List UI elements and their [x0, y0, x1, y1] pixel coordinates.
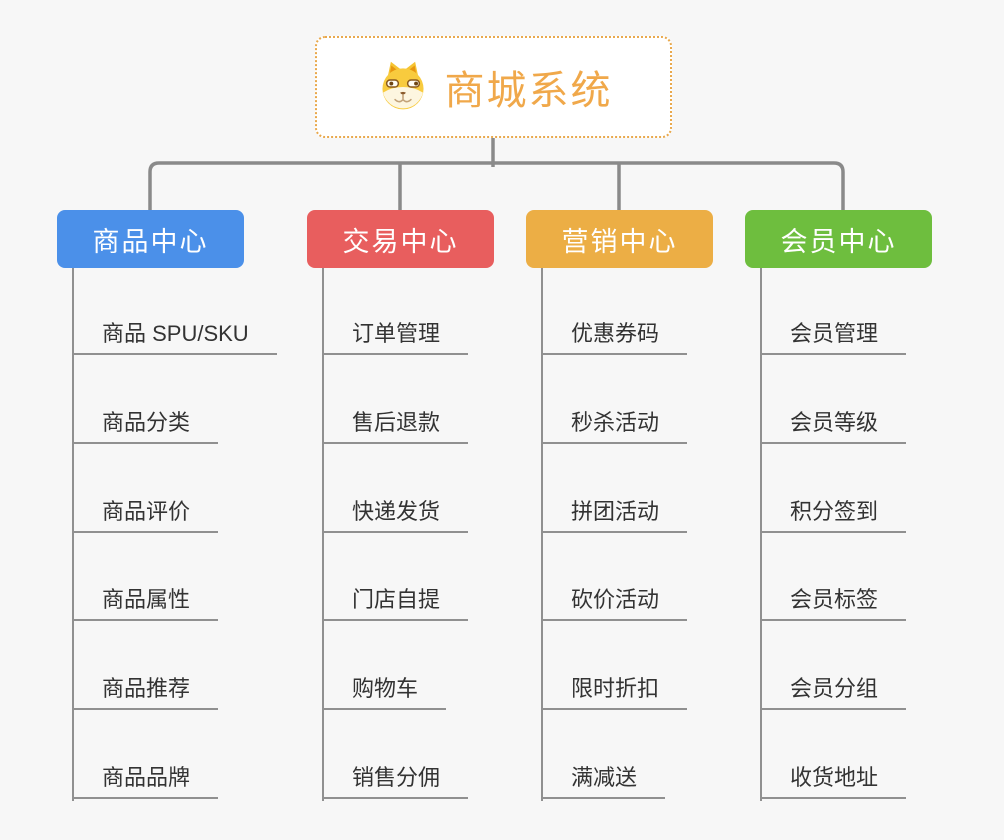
- child-node[interactable]: 优惠券码: [541, 317, 688, 355]
- child-node[interactable]: 商品分类: [72, 406, 219, 444]
- branch-stem-line: [322, 268, 324, 801]
- branch-stem-line: [72, 268, 74, 801]
- child-node[interactable]: 售后退款: [322, 406, 469, 444]
- child-node[interactable]: 会员管理: [760, 317, 907, 355]
- child-node[interactable]: 快递发货: [322, 495, 469, 533]
- branch-stem-line: [541, 268, 543, 801]
- child-node[interactable]: 会员分组: [760, 672, 907, 710]
- branch-children-member-center: 会员管理会员等级积分签到会员标签会员分组收货地址: [760, 268, 1004, 803]
- child-node[interactable]: 秒杀活动: [541, 406, 688, 444]
- branch-connector-line: [148, 161, 845, 210]
- child-node[interactable]: 商品属性: [72, 583, 219, 621]
- branch-children-trade-center: 订单管理售后退款快递发货门店自提购物车销售分佣: [322, 268, 582, 803]
- child-node[interactable]: 订单管理: [322, 317, 469, 355]
- child-node[interactable]: 会员等级: [760, 406, 907, 444]
- child-node[interactable]: 商品 SPU/SKU: [72, 317, 277, 355]
- child-node[interactable]: 购物车: [322, 672, 447, 710]
- branch-node-product-center[interactable]: 商品中心: [57, 210, 244, 268]
- branch-children-product-center: 商品 SPU/SKU 商品分类商品评价商品属性商品推荐商品品牌: [72, 268, 332, 803]
- child-node[interactable]: 积分签到: [760, 495, 907, 533]
- child-node[interactable]: 商品品牌: [72, 761, 219, 799]
- child-node[interactable]: 砍价活动: [541, 583, 688, 621]
- root-node-label: 商城系统: [444, 69, 613, 113]
- branch-node-marketing-center[interactable]: 营销中心: [526, 210, 713, 268]
- shiba-dog-icon: [381, 61, 424, 110]
- root-node-mall-system[interactable]: 商城系统: [315, 36, 672, 138]
- child-node[interactable]: 限时折扣: [541, 672, 688, 710]
- branch-stem-line: [760, 268, 762, 801]
- branch-node-member-center[interactable]: 会员中心: [745, 210, 932, 268]
- child-node[interactable]: 会员标签: [760, 583, 907, 621]
- branch-node-trade-center[interactable]: 交易中心: [307, 210, 494, 268]
- child-node[interactable]: 收货地址: [760, 761, 907, 799]
- child-node[interactable]: 商品推荐: [72, 672, 219, 710]
- child-node[interactable]: 满减送: [541, 761, 666, 799]
- child-node[interactable]: 销售分佣: [322, 761, 469, 799]
- branch-children-marketing-center: 优惠券码秒杀活动拼团活动砍价活动限时折扣满减送: [541, 268, 801, 803]
- child-node[interactable]: 门店自提: [322, 583, 469, 621]
- child-node[interactable]: 拼团活动: [541, 495, 688, 533]
- child-node[interactable]: 商品评价: [72, 495, 219, 533]
